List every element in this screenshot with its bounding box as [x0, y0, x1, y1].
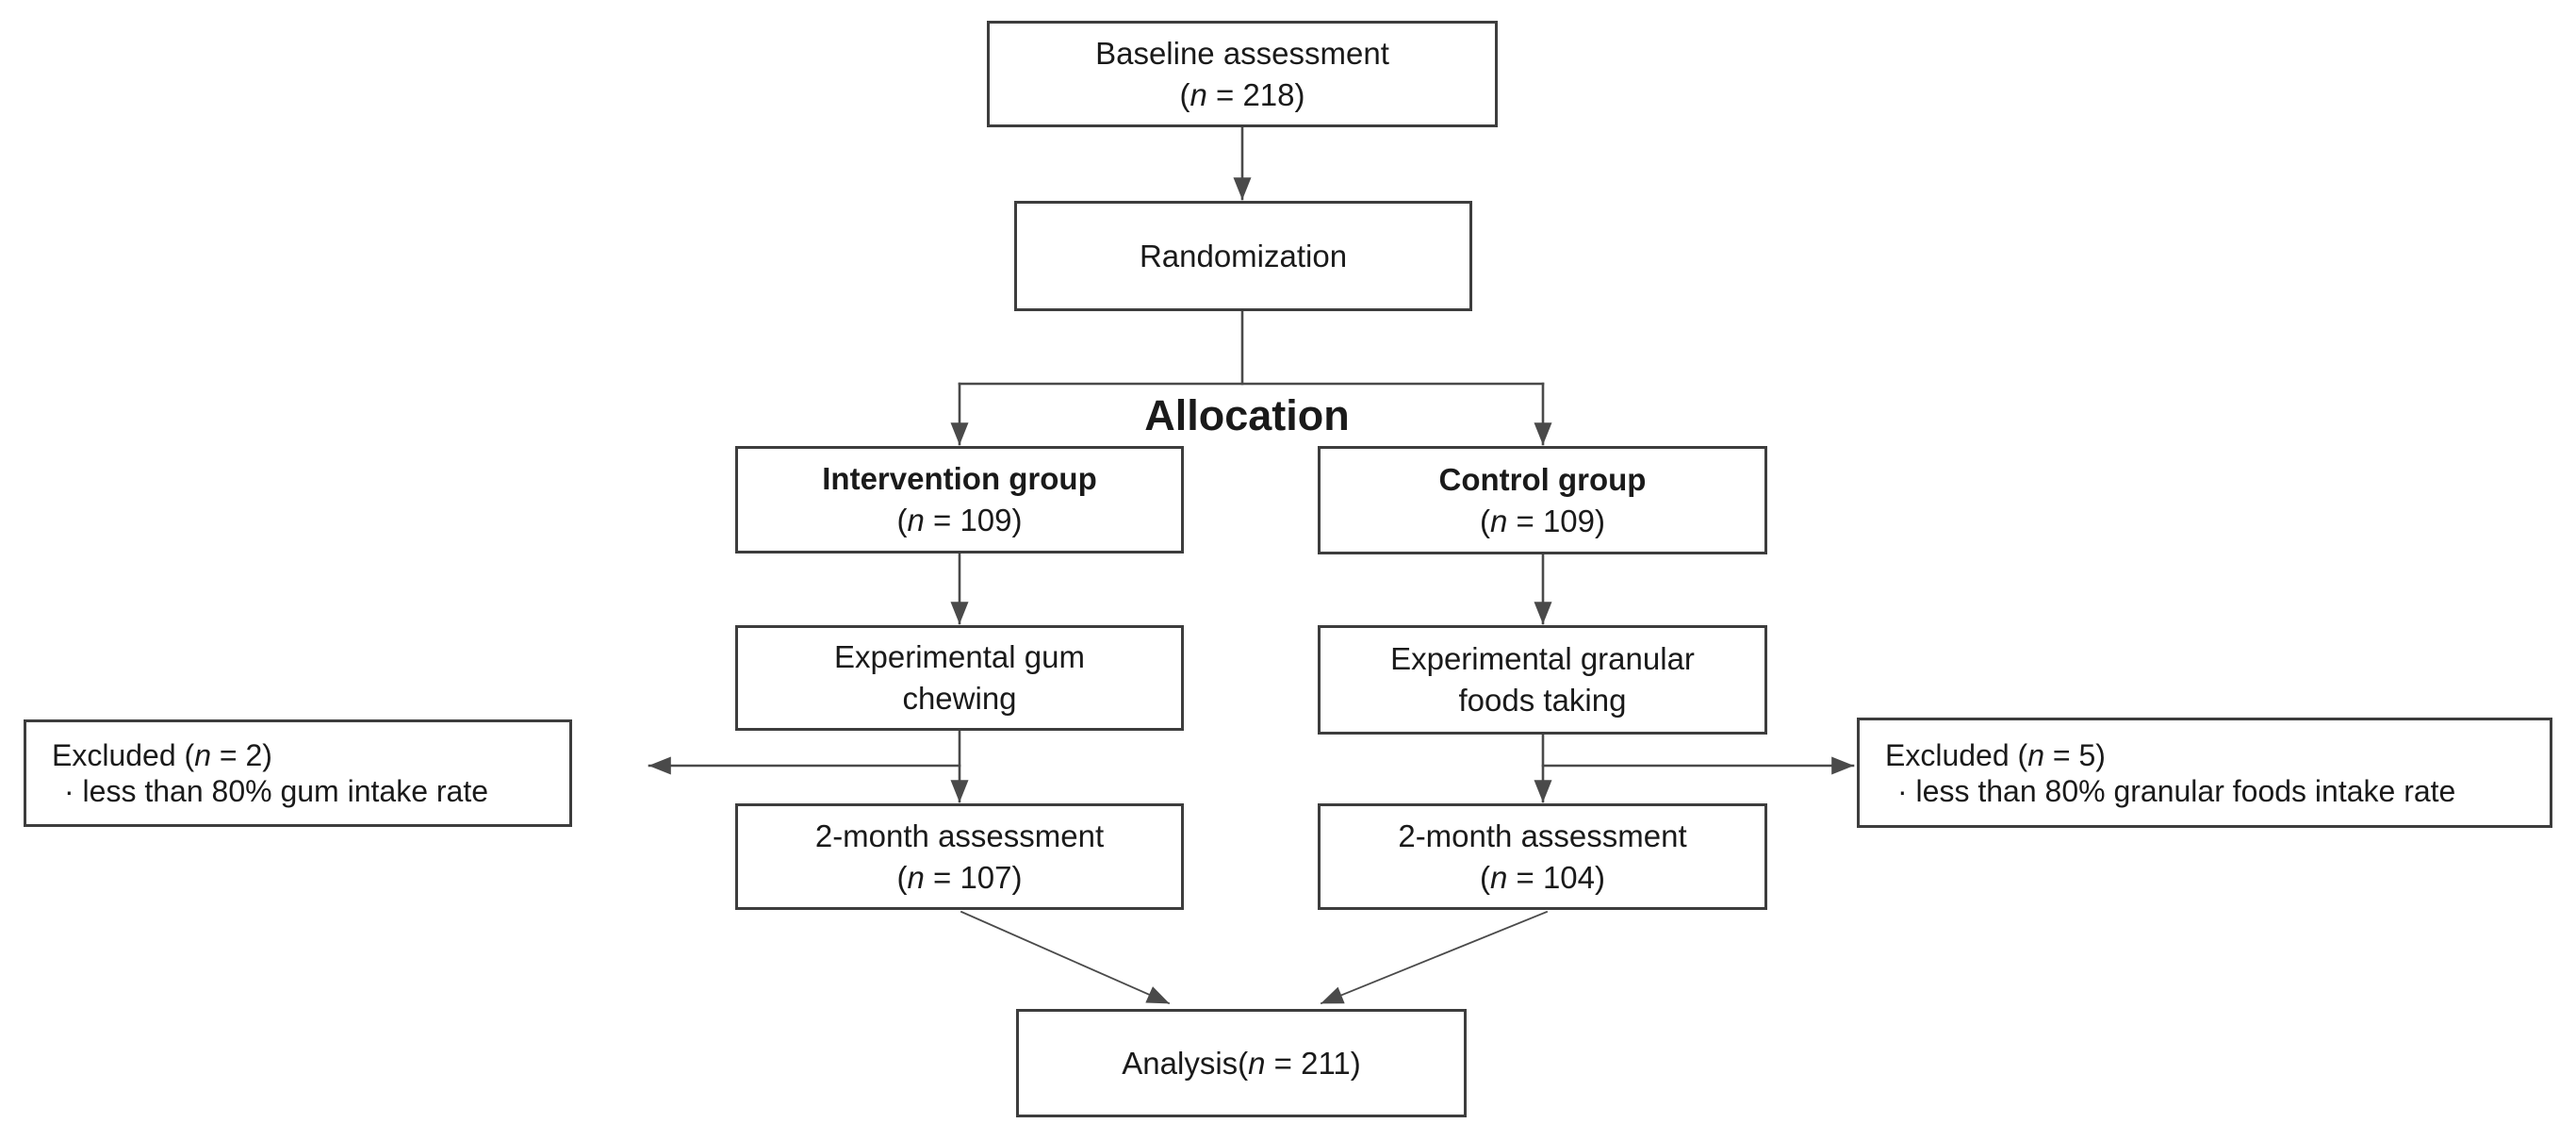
node-text-line: Excluded (n = 2)	[52, 738, 272, 772]
node-text-line: foods taking	[1458, 683, 1627, 718]
node-text-line: Control group	[1438, 461, 1647, 497]
node-text-line: Experimental granular	[1390, 641, 1695, 676]
node-randomization: Randomization	[1014, 201, 1472, 311]
node-text-line: (n = 109)	[1479, 503, 1606, 538]
node-text-line: · less than 80% gum intake rate	[64, 774, 489, 808]
node-2month-assessment-left: 2-month assessment (n = 107)	[735, 803, 1184, 910]
node-experimental-granular-foods: Experimental granular foods taking	[1318, 625, 1767, 735]
node-text-line: 2-month assessment	[814, 818, 1105, 853]
node-experimental-gum-chewing: Experimental gum chewing	[735, 625, 1184, 731]
node-intervention-group: Intervention group (n = 109)	[735, 446, 1184, 553]
node-text-line: · less than 80% granular foods intake ra…	[1897, 773, 2456, 808]
node-text-line: Analysis(n = 211)	[1122, 1045, 1361, 1081]
node-excluded-granular: Excluded (n = 5) · less than 80% granula…	[1857, 718, 2552, 828]
node-text-line: Randomization	[1139, 238, 1348, 273]
arrow-assessment-right-to-analysis	[1320, 910, 1549, 1005]
node-baseline-assessment: Baseline assessment (n = 218)	[987, 21, 1498, 127]
node-text-line: chewing	[902, 681, 1017, 716]
node-text-line: (n = 218)	[1179, 76, 1305, 112]
node-text-line: Baseline assessment	[1095, 35, 1389, 71]
node-text-line: 2-month assessment	[1398, 818, 1687, 853]
node-text-line: (n = 109)	[896, 503, 1023, 537]
node-2month-assessment-right: 2-month assessment (n = 104)	[1318, 803, 1767, 910]
node-control-group: Control group (n = 109)	[1318, 446, 1767, 554]
arrow-assessment-left-to-analysis	[960, 910, 1171, 1005]
node-text-line: (n = 104)	[1479, 859, 1606, 895]
allocation-section-label: Allocation	[1144, 391, 1350, 439]
node-analysis: Analysis(n = 211)	[1016, 1009, 1467, 1117]
node-text-line: (n = 107)	[896, 859, 1023, 895]
node-text-line: Intervention group	[822, 461, 1097, 496]
node-excluded-gum: Excluded (n = 2) · less than 80% gum int…	[24, 719, 572, 827]
node-text-line: Excluded (n = 5)	[1885, 737, 2106, 772]
node-text-line: Experimental gum	[834, 639, 1085, 674]
